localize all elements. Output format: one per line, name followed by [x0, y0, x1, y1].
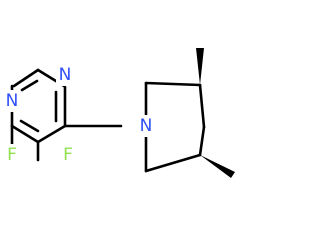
- atom-n-ring-left: N: [6, 91, 19, 111]
- atom-f-right: F: [63, 145, 73, 165]
- atom-bg-n-ring-top: [56, 64, 74, 86]
- bond-c4-c5: [36, 124, 67, 144]
- bond-c2-n1-inner: [20, 79, 39, 92]
- atom-f-left: F: [7, 145, 17, 165]
- atom-bg-f-left: [3, 144, 21, 166]
- atom-bg-n-piperidine: [137, 115, 155, 137]
- atom-bg-n-ring-left: [3, 90, 21, 112]
- atom-n-piperidine: N: [140, 116, 153, 136]
- stereo-bonds: [196, 48, 235, 178]
- bond-c2-c3-piperidine: [144, 81, 202, 87]
- bond-c3-c4-piperidine: [198, 83, 206, 129]
- wedge-bond-bottom-methyl: [200, 155, 235, 178]
- bond-c2-n1: [12, 68, 40, 88]
- bond-c4-c5-piperidine: [198, 125, 206, 157]
- atom-bg-f-right: [59, 144, 77, 166]
- bond-c5-c6-piperidine: [144, 153, 202, 173]
- bonds: [10, 68, 206, 173]
- bond-c5-c6: [10, 124, 40, 144]
- bond-c5-c6-inner: [19, 119, 40, 133]
- atom-labels: N N N F F: [3, 64, 155, 166]
- wedge-bond-top-methyl: [196, 48, 204, 85]
- atom-n-ring-top: N: [59, 65, 72, 85]
- molecule-structure: N N N F F: [3, 48, 235, 178]
